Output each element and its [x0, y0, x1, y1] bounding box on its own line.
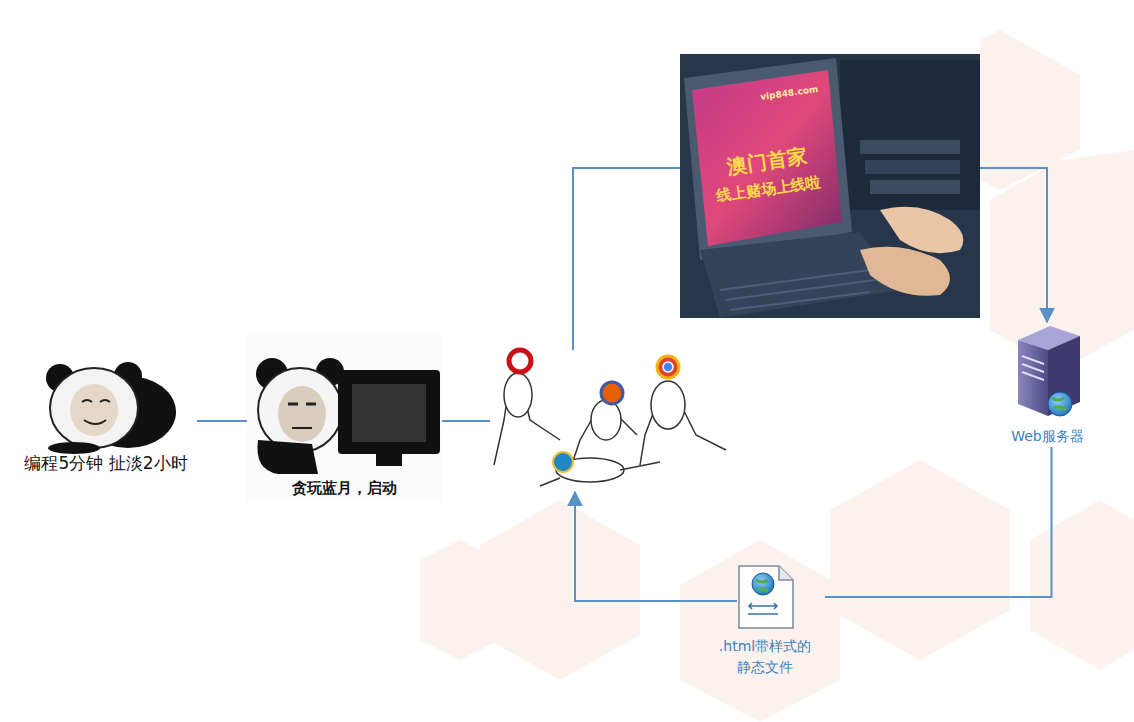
gambling-screen-picture [680, 54, 980, 318]
hexagon-pattern [420, 30, 1134, 722]
panda-meme [46, 362, 176, 454]
server-node: Web服务器 [1000, 322, 1095, 447]
node-label: 编程5分钟 扯淡2小时 [15, 451, 197, 477]
meme-node: 贪玩蓝月，启动 [247, 335, 442, 503]
browsers-illustration [494, 350, 726, 486]
meme-node: 编程5分钟 扯淡2小时 [15, 360, 197, 482]
flow-lines [442, 168, 1047, 601]
document-node: .html带样式的 静态文件 [705, 560, 825, 678]
server-icon [1018, 326, 1080, 416]
panda-monitor-meme [247, 335, 442, 503]
html-document-icon [739, 566, 793, 628]
flow-connector [825, 447, 1052, 597]
flow-connector [197, 420, 247, 422]
node-label: 贪玩蓝月，启动 [247, 477, 442, 500]
node-label: .html带样式的 静态文件 [705, 636, 825, 678]
node-label: Web服务器 [1000, 426, 1095, 447]
